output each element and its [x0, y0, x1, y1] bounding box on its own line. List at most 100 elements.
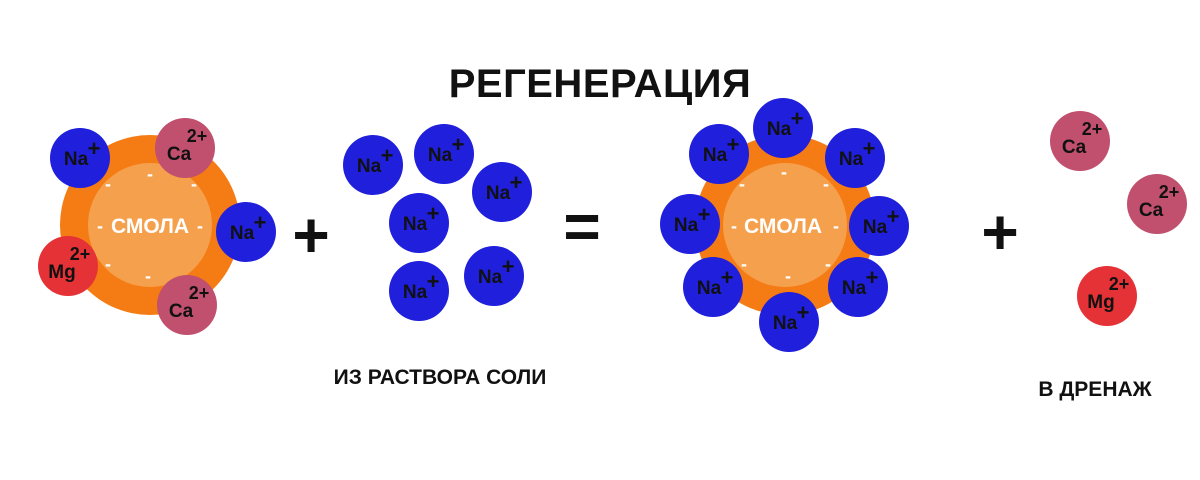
na-ion-circle	[753, 98, 813, 158]
na-ion: Na+	[414, 124, 474, 184]
na-ion-charge: +	[721, 265, 734, 290]
na-ion-charge: +	[698, 202, 711, 227]
na-ion-symbol: Na	[842, 278, 867, 299]
na-ion-charge: +	[88, 136, 101, 161]
diagram-title: РЕГЕНЕРАЦИЯ	[448, 62, 752, 106]
mg-ion-symbol: Mg	[1087, 292, 1114, 313]
mg-ion-circle	[38, 236, 98, 296]
na-ion-charge: +	[797, 300, 810, 325]
ca-ion-symbol: Ca	[1139, 200, 1164, 221]
na-ion-symbol: Na	[64, 149, 89, 170]
charge-minus: -	[785, 266, 791, 286]
na-ion-circle	[828, 257, 888, 317]
ca-ion-symbol: Ca	[169, 301, 194, 322]
na-ion: Na+	[683, 257, 743, 317]
mg-ion: Mg2+	[38, 236, 98, 296]
na-ion: Na+	[828, 257, 888, 317]
charge-minus: -	[739, 174, 745, 194]
charge-minus: -	[105, 174, 111, 194]
ca-ion-circle	[1127, 174, 1187, 234]
na-ion: Na+	[660, 194, 720, 254]
na-ion-circle	[849, 196, 909, 256]
na-ion-symbol: Na	[703, 145, 728, 166]
na-ion: Na+	[849, 196, 909, 256]
na-ion-symbol: Na	[863, 217, 888, 238]
na-ion: Na+	[753, 98, 813, 158]
na-ion-circle	[414, 124, 474, 184]
caption-from-salt: ИЗ РАСТВОРА СОЛИ	[333, 366, 547, 389]
na-ion: Na+	[389, 193, 449, 253]
ca-ion-circle	[155, 118, 215, 178]
na-ion-charge: +	[791, 106, 804, 131]
charge-minus: -	[145, 266, 151, 286]
na-ion-circle	[389, 193, 449, 253]
na-ion-symbol: Na	[839, 149, 864, 170]
equals-sign: =	[563, 190, 600, 262]
ca-ion-charge: 2+	[189, 283, 210, 303]
na-ion-circle	[389, 261, 449, 321]
na-ion-charge: +	[502, 254, 515, 279]
na-ion-symbol: Na	[357, 156, 382, 177]
na-ion-circle	[660, 194, 720, 254]
plus-sign: +	[981, 196, 1018, 268]
na-ion-symbol: Na	[773, 313, 798, 334]
charge-minus: -	[823, 174, 829, 194]
na-ion: Na+	[389, 261, 449, 321]
ca-ion-charge: 2+	[1159, 182, 1180, 202]
na-ion-symbol: Na	[403, 214, 428, 235]
na-ion-circle	[343, 135, 403, 195]
na-ion-charge: +	[427, 201, 440, 226]
mg-ion-circle	[1077, 266, 1137, 326]
na-ion-circle	[472, 162, 532, 222]
na-ion-symbol: Na	[767, 119, 792, 140]
mg-ion-charge: 2+	[1109, 274, 1130, 294]
na-ion-symbol: Na	[403, 282, 428, 303]
na-ion-charge: +	[727, 132, 740, 157]
ca-ion-symbol: Ca	[1062, 137, 1087, 158]
charge-minus: -	[833, 216, 839, 236]
ca-ion: Ca2+	[1050, 111, 1110, 171]
charge-minus: -	[191, 174, 197, 194]
na-ion-circle	[683, 257, 743, 317]
na-ion: Na+	[464, 246, 524, 306]
ca-ion-symbol: Ca	[167, 144, 192, 165]
charge-minus: -	[105, 254, 111, 274]
na-ion: Na+	[472, 162, 532, 222]
na-ion-circle	[689, 124, 749, 184]
resin-before-inner	[88, 163, 212, 287]
na-ion-circle	[759, 292, 819, 352]
na-ion-symbol: Na	[230, 223, 255, 244]
charge-minus: -	[147, 164, 153, 184]
na-ion-charge: +	[427, 269, 440, 294]
plus-sign: +	[292, 199, 329, 271]
ca-ion: Ca2+	[157, 275, 217, 335]
na-ion: Na+	[343, 135, 403, 195]
charge-minus: -	[825, 254, 831, 274]
charge-minus: -	[731, 216, 737, 236]
na-ion-charge: +	[381, 143, 394, 168]
na-ion-symbol: Na	[697, 278, 722, 299]
ca-ion: Ca2+	[155, 118, 215, 178]
na-ion: Na+	[216, 202, 276, 262]
caption-to-drain: В ДРЕНАЖ	[1038, 378, 1152, 401]
na-ion: Na+	[759, 292, 819, 352]
charge-minus: -	[781, 162, 787, 182]
ca-ion-charge: 2+	[1082, 119, 1103, 139]
resin-before-label: СМОЛА	[111, 215, 189, 238]
charge-minus: -	[741, 254, 747, 274]
resin-after-label: СМОЛА	[744, 215, 822, 238]
na-ion: Na+	[50, 128, 110, 188]
na-ion-charge: +	[863, 136, 876, 161]
na-ion-symbol: Na	[674, 215, 699, 236]
resin-after-inner	[723, 163, 847, 287]
na-ion-symbol: Na	[428, 145, 453, 166]
na-ion-charge: +	[254, 210, 267, 235]
charge-minus: -	[97, 216, 103, 236]
na-ion-charge: +	[887, 204, 900, 229]
na-ion-charge: +	[452, 132, 465, 157]
na-ion-circle	[464, 246, 524, 306]
na-ion-charge: +	[866, 265, 879, 290]
mg-ion-charge: 2+	[70, 244, 91, 264]
charge-minus: -	[197, 216, 203, 236]
